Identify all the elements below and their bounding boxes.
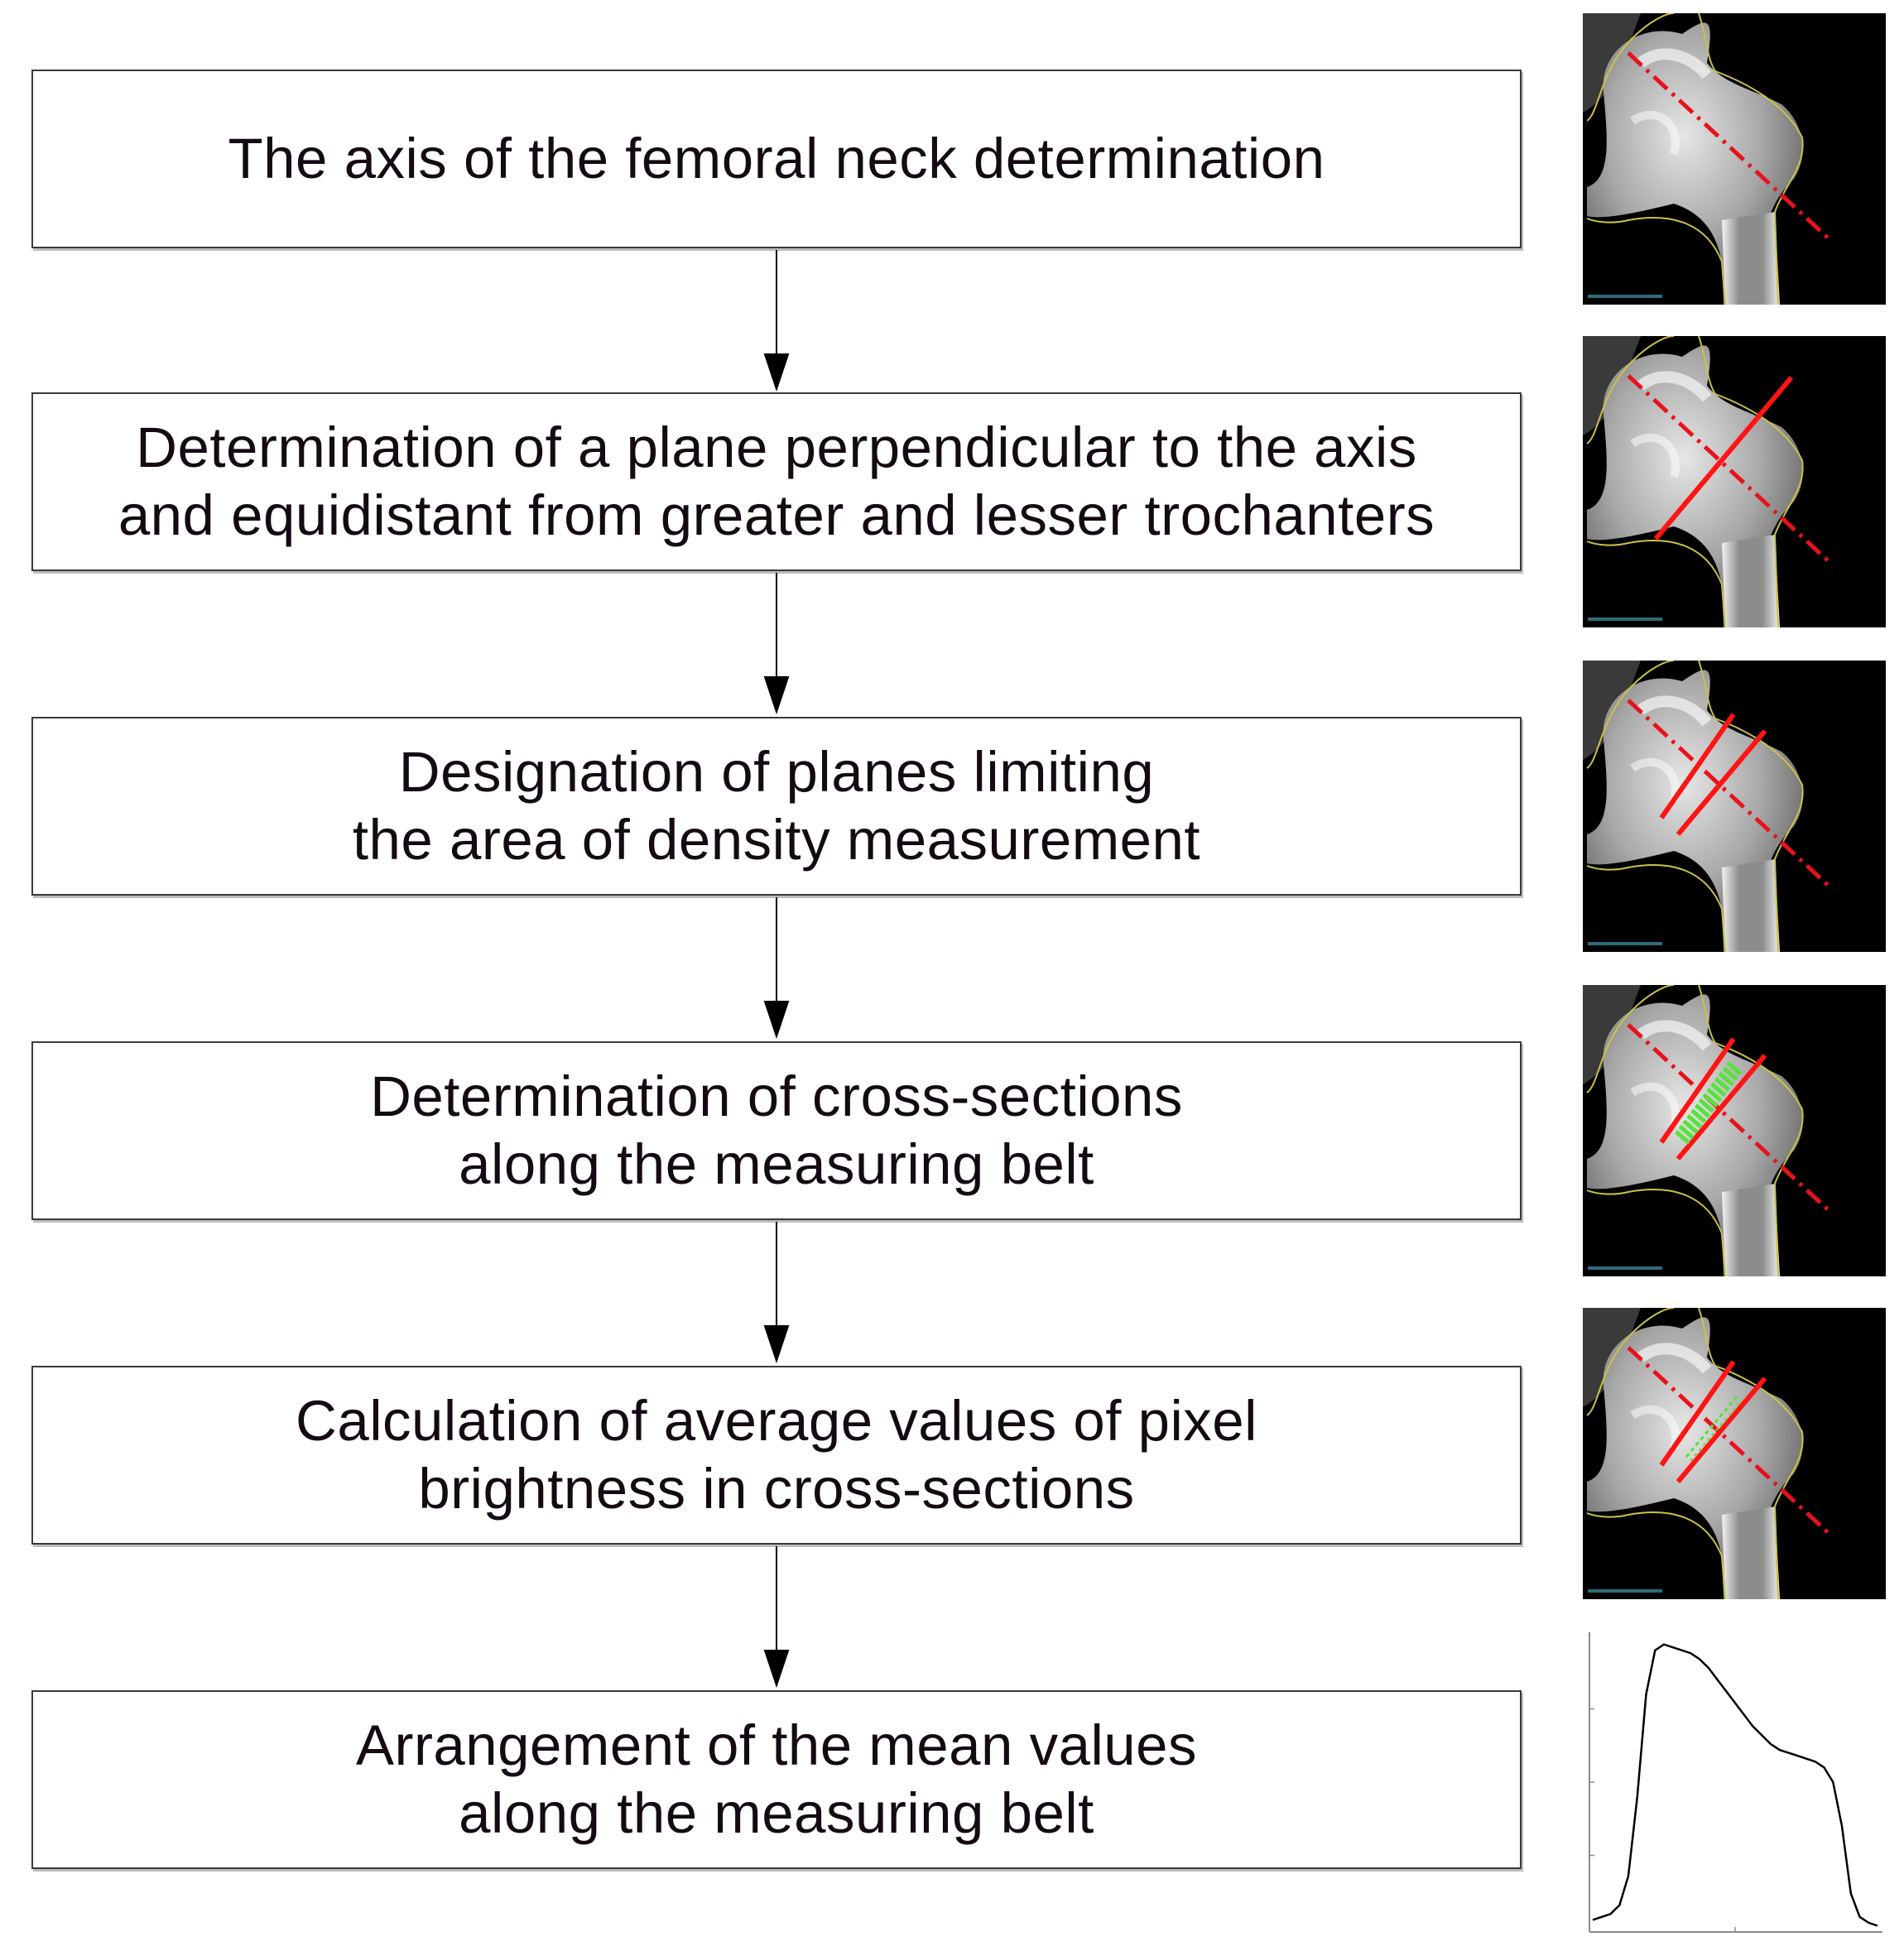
femur-highlight-2 [1630,110,1680,156]
femur-xray-image-1 [1583,13,1886,305]
scan-label-strip [1588,295,1662,298]
scan-label-strip [1588,1266,1662,1270]
femur-highlight-2 [1630,433,1680,478]
average-band-line-1 [1685,1394,1740,1458]
femur-shaft [1722,1184,1780,1276]
femur-svg-2 [1583,336,1833,627]
femur-xray-image-3 [1583,661,1886,952]
bone-outline [1586,1308,1804,1599]
step-box-5: Calculation of average values of pixel b… [31,1366,1522,1545]
femur-shaft [1722,859,1780,952]
bone-outline [1586,985,1804,1276]
profile-y-ticks [1589,1708,1594,1857]
arrow-1-2 [763,250,790,392]
step-text-3: Designation of planes limiting the area … [352,740,1201,872]
cross-section-line [1676,1061,1733,1136]
step-text-5: Calculation of average values of pixel b… [295,1389,1257,1521]
limiting-plane-upper [1659,713,1736,819]
femur-svg-4 [1583,985,1833,1276]
brightness-profile-chart [1589,1632,1882,1933]
neck-axis-line [1627,51,1833,243]
cross-section-line [1679,1064,1736,1139]
neck-axis-line [1627,699,1833,890]
neck-axis-line [1627,1023,1833,1214]
limiting-plane-lower [1676,729,1767,836]
femur-highlight [1637,1343,1712,1374]
bone-outline [1586,336,1804,627]
step-box-4: Determination of cross-sections along th… [31,1041,1522,1220]
arrow-3-4 [763,897,790,1040]
profile-line [1592,1643,1878,1927]
limiting-plane-upper [1659,1360,1736,1467]
neck-axis-line [1627,374,1833,565]
scan-label-strip [1588,942,1662,945]
arrow-5-6 [763,1546,790,1689]
step-text-6: Arrangement of the mean values along the… [355,1713,1198,1845]
perpendicular-plane-line [1653,376,1794,541]
femur-highlight [1637,1020,1712,1051]
neck-axis-line [1627,1346,1833,1537]
step-box-6: Arrangement of the mean values along the… [31,1690,1522,1869]
cross-section-line [1686,1070,1743,1145]
femur-highlight-2 [1630,1405,1680,1450]
cross-section-line [1683,1068,1740,1142]
step-box-3: Designation of planes limiting the area … [31,717,1522,896]
bone-outline [1586,13,1804,305]
femur-xray-image-2 [1583,336,1886,627]
limiting-plane-lower [1676,1054,1767,1161]
femur-highlight [1637,371,1712,402]
average-band-line-2 [1690,1398,1743,1462]
femur-xray-image-5 [1583,1308,1886,1599]
femur-shaft [1722,1506,1780,1599]
step-box-1: The axis of the femoral neck determinati… [31,70,1522,248]
femur-shaft [1722,212,1780,305]
cross-section-line [1675,1060,1731,1135]
cross-section-line [1685,1069,1742,1144]
femur-highlight-2 [1630,757,1680,803]
bone-outline [1586,661,1804,952]
arrow-4-5 [763,1222,790,1364]
limiting-plane-upper [1659,1037,1736,1144]
femur-highlight-2 [1630,1082,1680,1127]
step-text-2: Determination of a plane perpendicular t… [118,416,1435,547]
step-text-1: The axis of the femoral neck determinati… [228,127,1325,190]
scan-label-strip [1588,1589,1662,1593]
femur-svg-3 [1583,661,1833,952]
femur-highlight [1637,48,1712,79]
arrow-2-3 [763,573,790,715]
cross-section-line [1681,1066,1738,1141]
femur-svg-1 [1583,13,1833,305]
cross-section-line [1680,1065,1737,1140]
step-box-2: Determination of a plane perpendicular t… [31,392,1522,571]
limiting-plane-lower [1676,1377,1767,1483]
scan-label-strip [1588,617,1662,621]
cross-section-line [1677,1063,1734,1137]
step-text-4: Determination of cross-sections along th… [370,1064,1183,1196]
femur-xray-image-4 [1583,985,1886,1276]
femur-highlight [1637,695,1712,727]
femur-svg-5 [1583,1308,1833,1599]
femur-shaft [1722,535,1780,627]
